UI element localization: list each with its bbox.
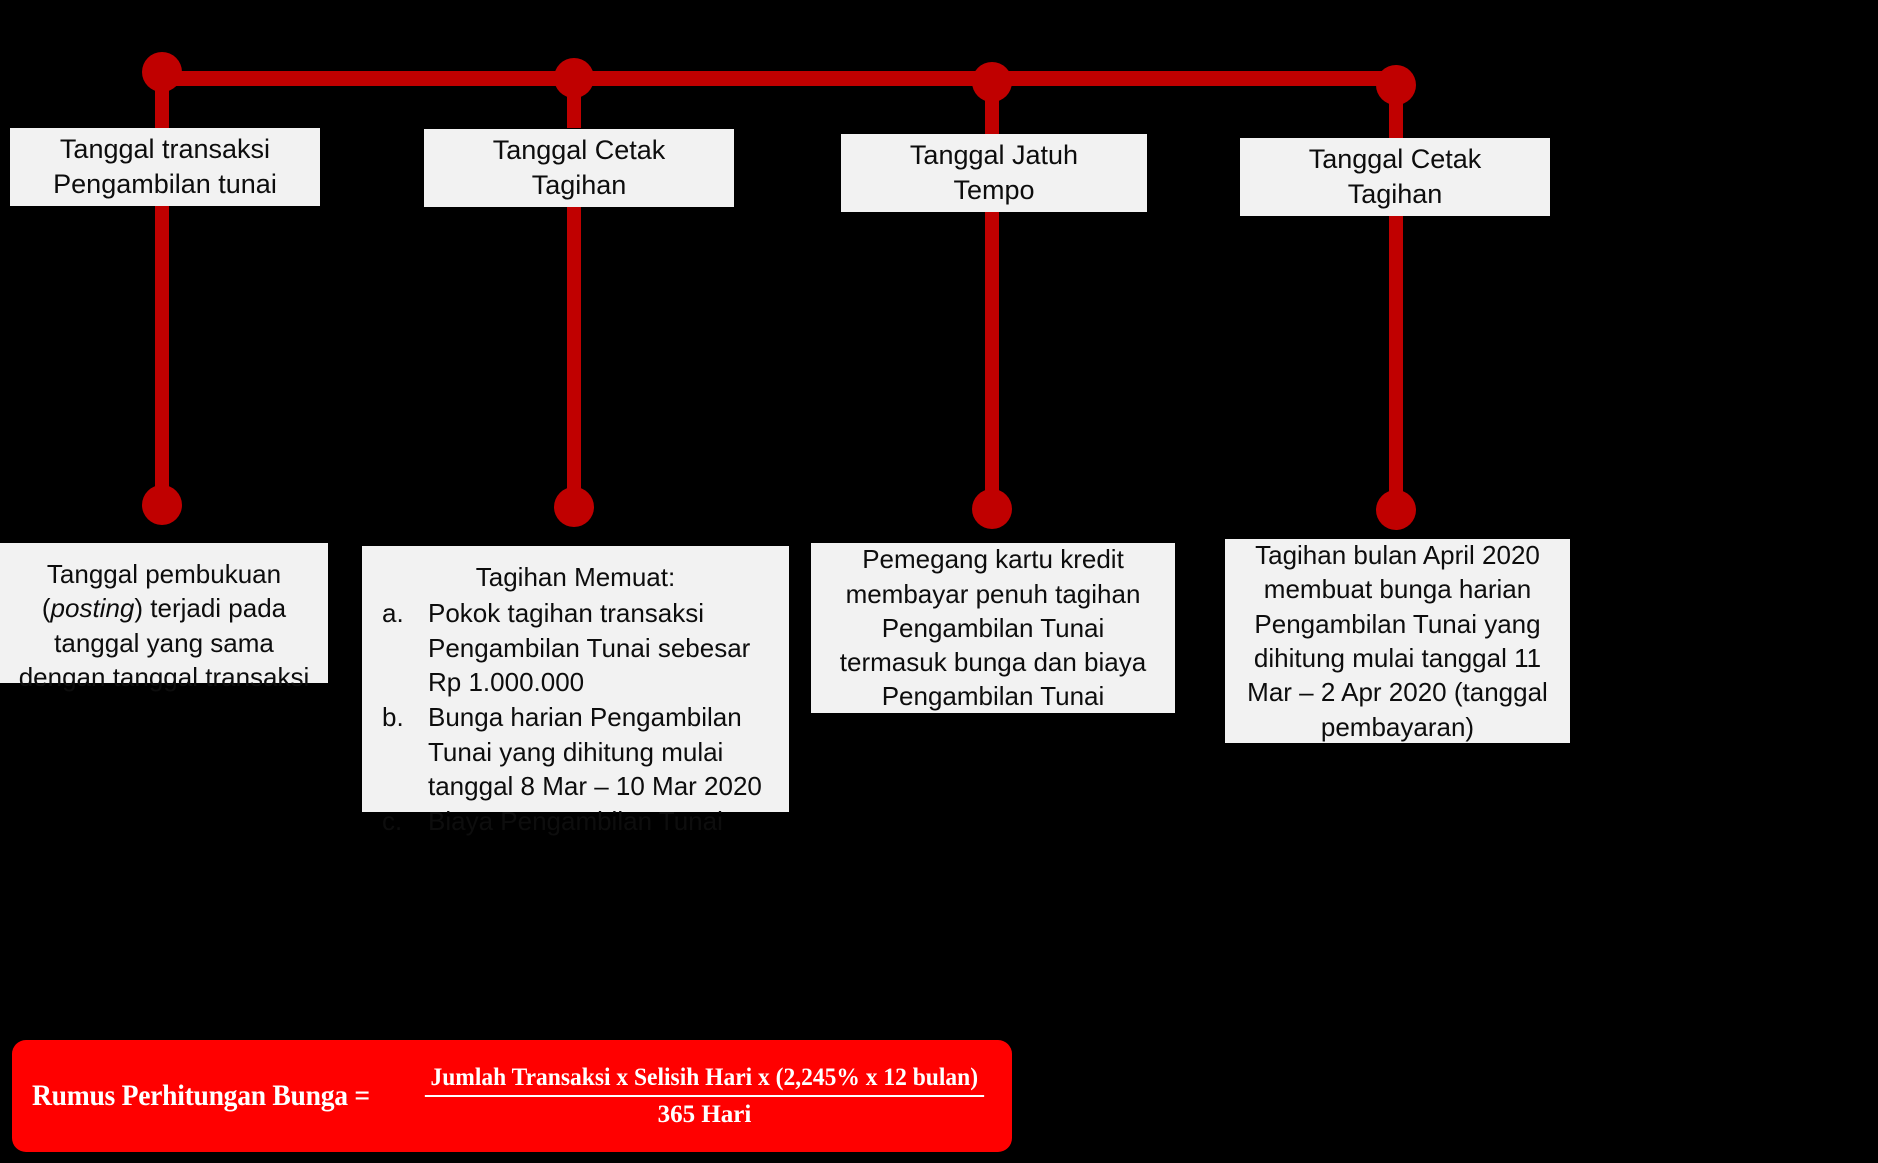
detail-box-4: Tagihan bulan April 2020 membuat bunga h… bbox=[1225, 539, 1570, 743]
list-text-c: Biaya Pengambilan Tunai bbox=[428, 806, 723, 837]
milestone-label-2-line2: Tagihan bbox=[531, 170, 627, 200]
detail-node-1[interactable] bbox=[142, 485, 182, 525]
detail-box-1: Tanggal pembukuan (posting) terjadi pada… bbox=[0, 543, 328, 692]
detail-node-3[interactable] bbox=[972, 489, 1012, 529]
timeline-node-1[interactable] bbox=[142, 52, 182, 92]
timeline-node-4[interactable] bbox=[1376, 65, 1416, 105]
milestone-label-4-line1: Tanggal Cetak bbox=[1308, 144, 1482, 175]
detail-3-text: Pemegang kartu kredit membayar penuh tag… bbox=[839, 544, 1147, 712]
detail-2-list: a. Pokok tagihan transaksi Pengambilan T… bbox=[378, 596, 773, 838]
list-marker-c: c. bbox=[382, 806, 403, 837]
detail-box-1-text: Tanggal pembukuan (posting) terjadi pada… bbox=[16, 557, 312, 694]
detail-1-italic-term: posting bbox=[50, 593, 135, 624]
timeline-rail bbox=[158, 71, 1398, 86]
stem-mid-3 bbox=[985, 212, 999, 508]
milestone-label-1-line1: Tanggal transaksi bbox=[59, 134, 271, 165]
list-marker-a: a. bbox=[382, 598, 404, 629]
list-text-b: Bunga harian Pengambilan Tunai yang dihi… bbox=[428, 702, 762, 801]
list-text-a: Pokok tagihan transaksi Pengambilan Tuna… bbox=[428, 598, 751, 697]
formula-numerator: Jumlah Transaksi x Selisih Hari x (2,245… bbox=[425, 1064, 984, 1097]
detail-1-text-before: Tanggal pembukuan ( bbox=[41, 559, 282, 624]
formula-fraction: Jumlah Transaksi x Selisih Hari x (2,245… bbox=[407, 1064, 1002, 1129]
list-item: b. Bunga harian Pengambilan Tunai yang d… bbox=[378, 700, 773, 803]
detail-box-2: Tagihan Memuat: a. Pokok tagihan transak… bbox=[362, 546, 789, 836]
milestone-label-2-line1: Tanggal Cetak bbox=[492, 135, 666, 166]
formula-denominator: 365 Hari bbox=[657, 1100, 752, 1128]
milestone-label-2: Tanggal Cetak Tagihan bbox=[424, 129, 734, 207]
list-marker-b: b. bbox=[382, 702, 404, 733]
detail-2-heading: Tagihan Memuat: bbox=[475, 562, 676, 592]
detail-4-text: Tagihan bulan April 2020 membuat bunga h… bbox=[1247, 540, 1548, 742]
formula-label: Rumus Perhitungan Bunga = bbox=[32, 1079, 370, 1112]
milestone-label-4-line2: Tagihan bbox=[1347, 179, 1443, 209]
milestone-label-3-line1: Tanggal Jatuh bbox=[909, 140, 1079, 171]
list-item: c. Biaya Pengambilan Tunai bbox=[378, 804, 773, 838]
detail-1-text-after: ) terjadi pada tanggal yang sama dengan … bbox=[18, 593, 310, 692]
milestone-label-1: Tanggal transaksi Pengambilan tunai bbox=[10, 128, 320, 206]
milestone-label-4: Tanggal Cetak Tagihan bbox=[1240, 138, 1550, 216]
milestone-label-1-line2: Pengambilan tunai bbox=[53, 169, 277, 199]
stem-mid-1 bbox=[155, 206, 169, 506]
stem-mid-4 bbox=[1389, 216, 1403, 508]
milestone-label-3: Tanggal Jatuh Tempo bbox=[841, 134, 1147, 212]
detail-box-3: Pemegang kartu kredit membayar penuh tag… bbox=[811, 543, 1175, 713]
timeline-node-2[interactable] bbox=[554, 58, 594, 98]
detail-node-2[interactable] bbox=[554, 487, 594, 527]
detail-node-4[interactable] bbox=[1376, 490, 1416, 530]
stem-mid-2 bbox=[567, 207, 581, 507]
interest-formula-banner: Rumus Perhitungan Bunga = Jumlah Transak… bbox=[12, 1040, 1012, 1152]
milestone-label-3-line2: Tempo bbox=[953, 175, 1035, 205]
list-item: a. Pokok tagihan transaksi Pengambilan T… bbox=[378, 596, 773, 699]
timeline-node-3[interactable] bbox=[972, 62, 1012, 102]
